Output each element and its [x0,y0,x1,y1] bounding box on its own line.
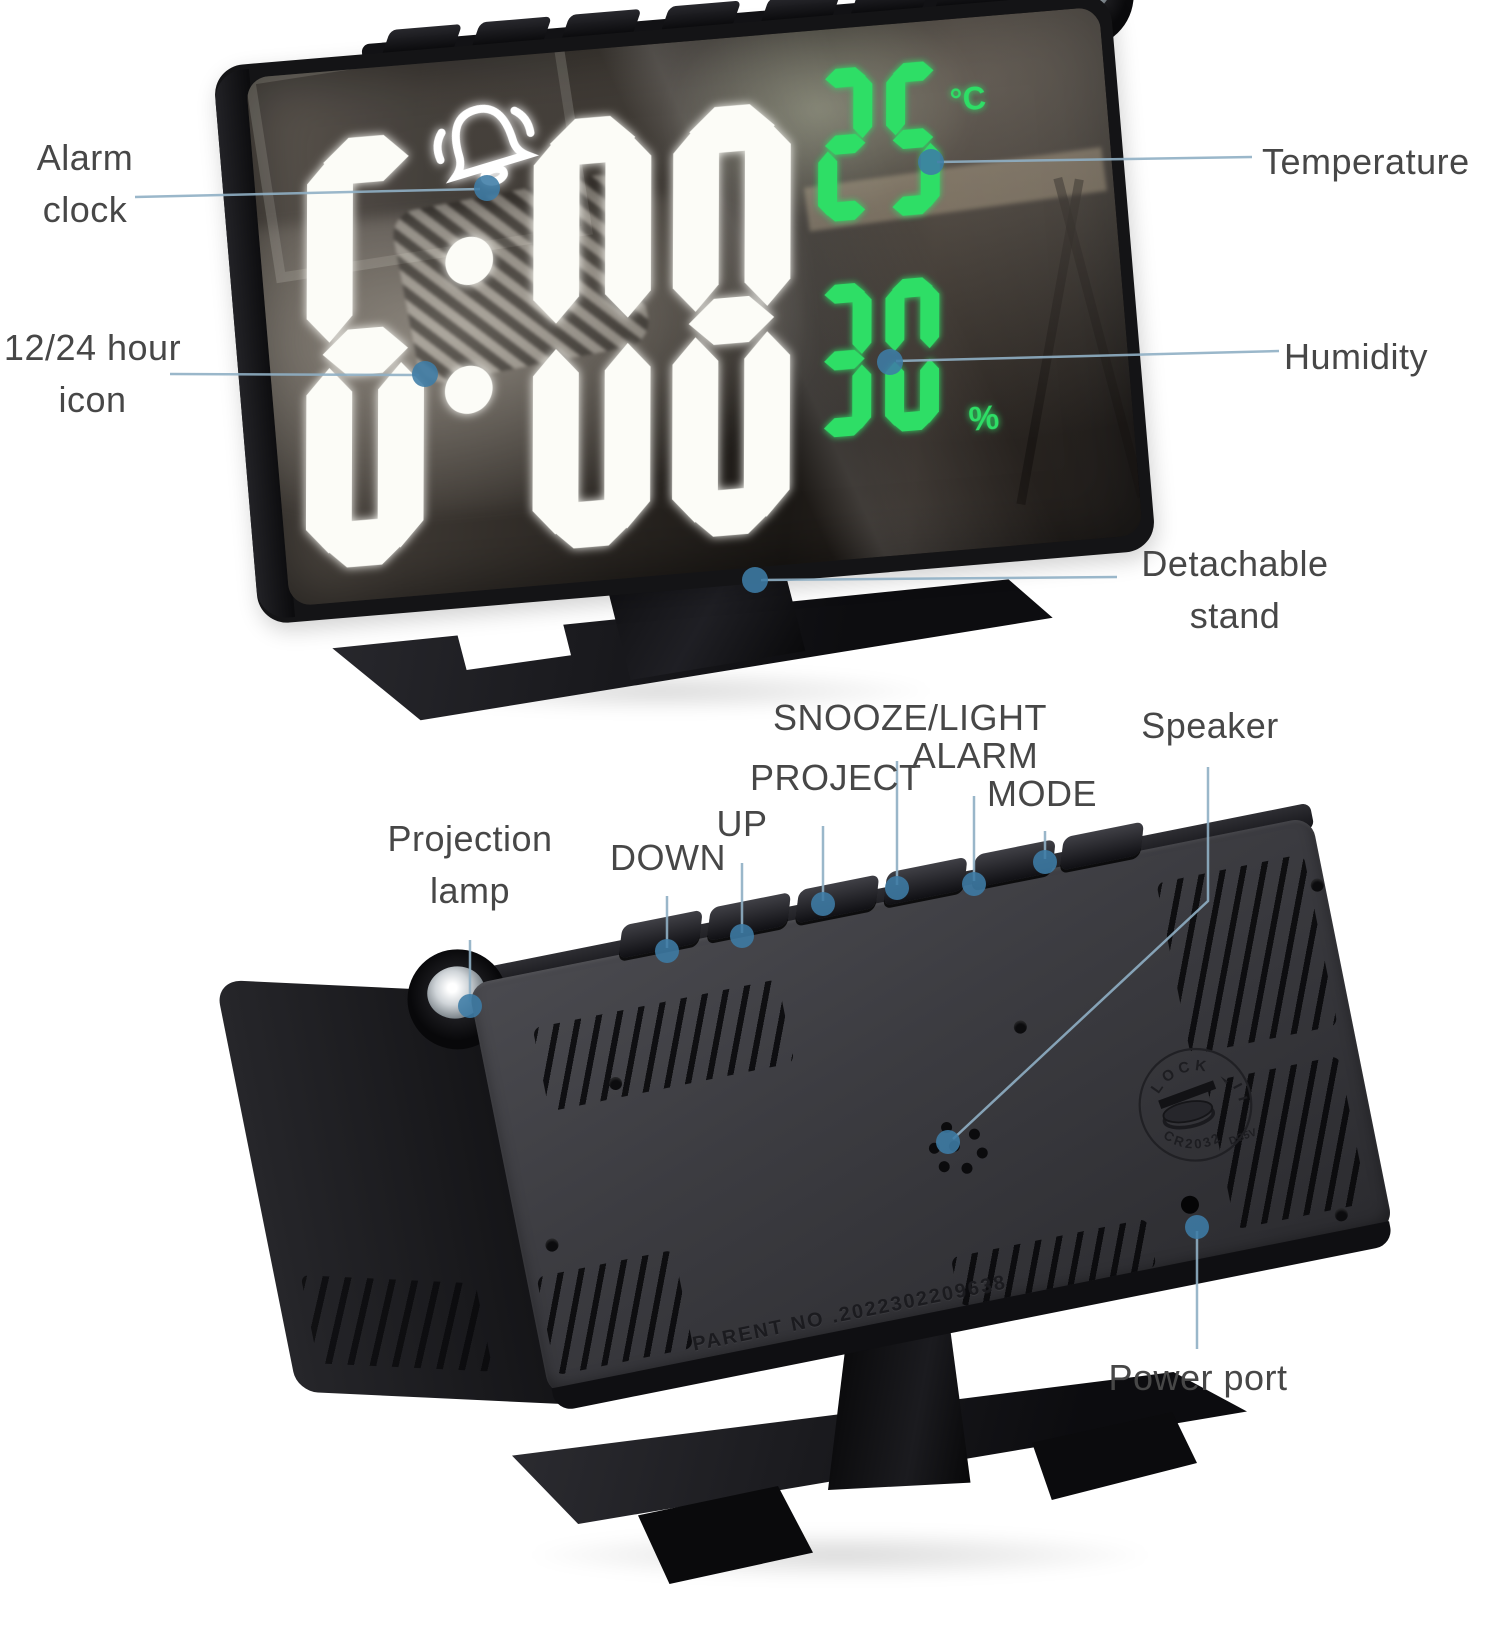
svg-text:CR2032: CR2032 [1159,1117,1226,1158]
label-snooze-light: SNOOZE/LIGHT [773,697,1048,738]
label-hour-icon: 12/24 hour icon [3,327,182,421]
down-button [618,909,703,959]
snooze-light-button [883,856,968,907]
vent-slots [536,1249,694,1376]
label-project: PROJECT [750,757,922,798]
label-mode: MODE [987,773,1097,814]
screw-hole [1309,877,1325,893]
mode-button [1059,821,1145,871]
alarm-bell-icon [433,104,540,186]
power-port-hole [1179,1194,1201,1216]
up-button [706,891,792,942]
label-speaker: Speaker [1141,705,1279,746]
label-detachable-stand: Detachable stand [1141,543,1329,637]
battery-model-text: CR2032 [1159,1117,1226,1158]
label-up: UP [716,803,768,844]
mirror-display: °C % [245,6,1144,607]
label-humidity: Humidity [1284,336,1429,377]
speaker-holes [947,1139,961,1153]
humidity-unit: % [967,398,1000,438]
humidity-display [823,277,940,438]
project-button [795,874,880,924]
label-alarm-clock: Alarm clock [36,137,134,231]
screw-hole [1012,1019,1029,1035]
battery-compartment: LOCK CR2032 DC5V [1123,1032,1269,1178]
alarm-button [971,838,1056,889]
vent-slots [532,979,795,1112]
led-display: °C % [305,61,1001,568]
temperature-unit: °C [949,79,988,118]
label-alarm: ALARM [911,735,1039,776]
screw-hole [1333,1207,1350,1223]
front-clock: °C % [212,0,1205,730]
back-shadow [520,1530,1160,1580]
label-temperature: Temperature [1262,141,1470,182]
tick-marks [1233,1082,1248,1101]
label-power-port: Power port [1108,1357,1288,1398]
voltage-text: DC5V [1227,1126,1258,1147]
label-projection-lamp: Projection lamp [387,818,553,912]
temperature-display [818,61,940,222]
lock-arrow-icon [1220,1076,1229,1085]
back-panel: LOCK CR2032 DC5V [467,816,1394,1397]
label-down: DOWN [610,837,726,878]
time-display [305,104,791,568]
screw-hole [544,1237,560,1253]
vent-slots [300,1275,494,1372]
